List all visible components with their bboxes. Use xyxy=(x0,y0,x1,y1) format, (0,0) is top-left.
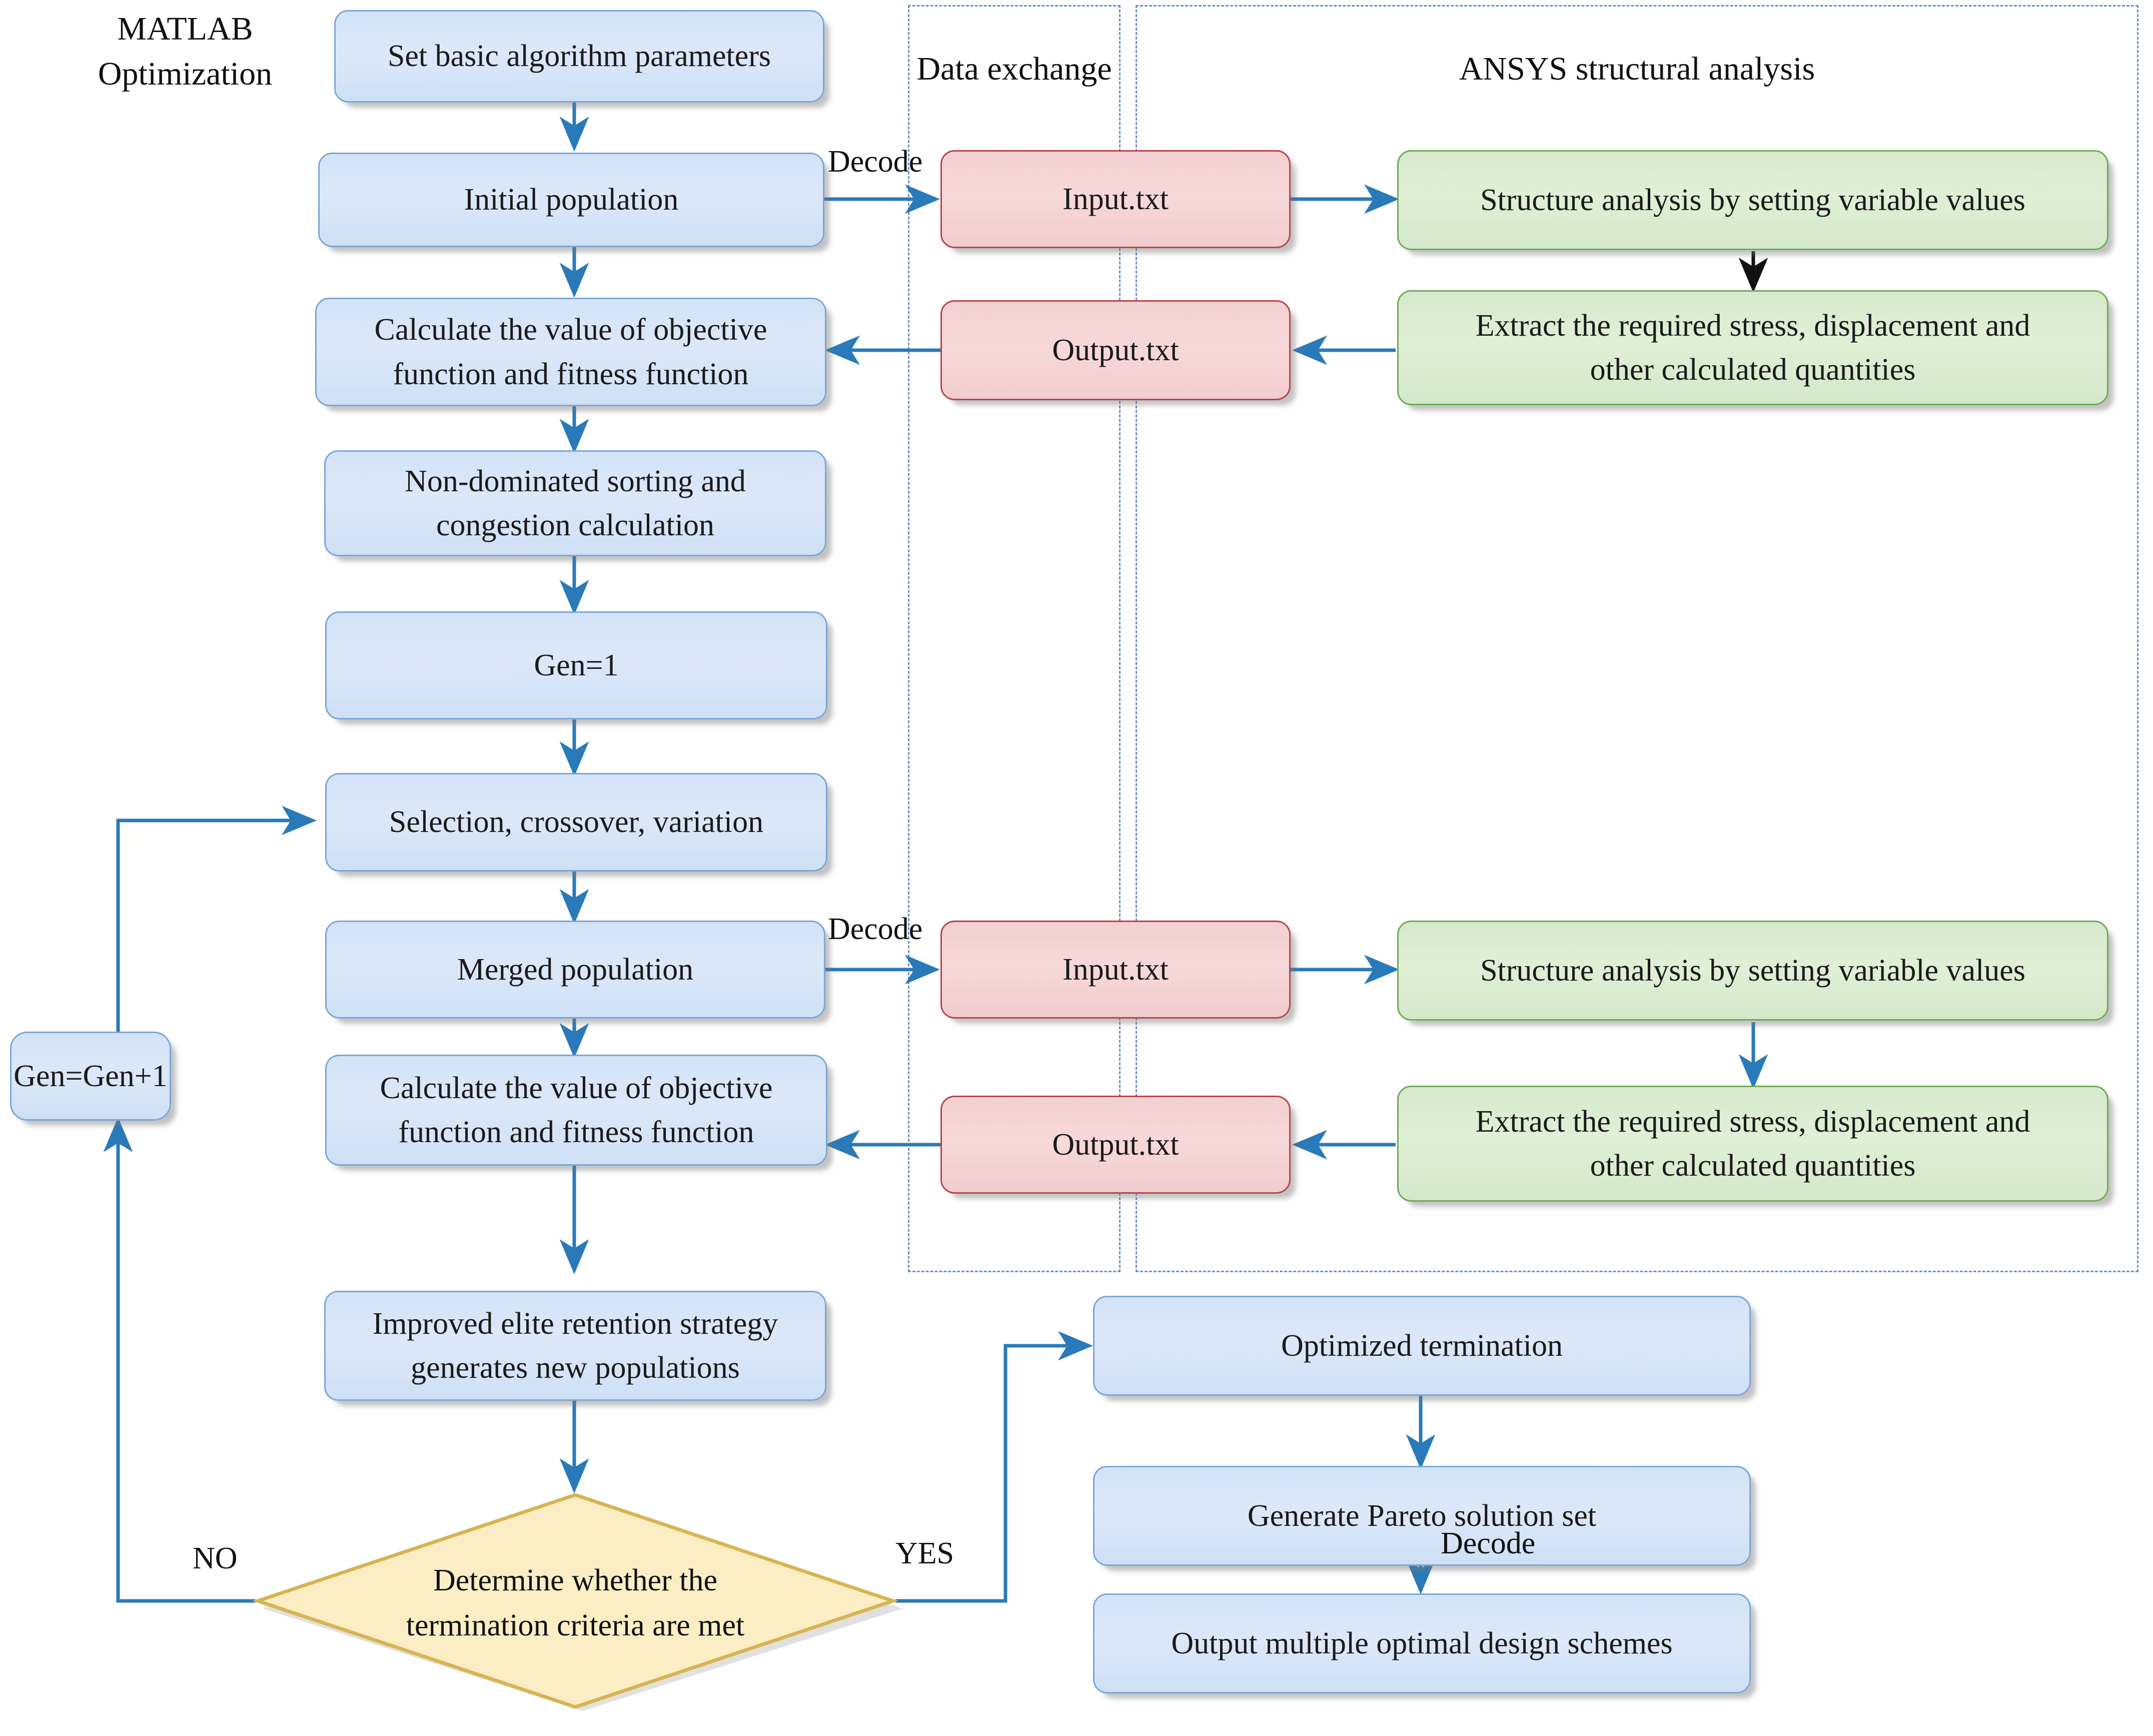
group-title-data-exchange: Data exchange xyxy=(916,51,1112,87)
edge-label-decode-middle: Decode xyxy=(828,912,923,946)
node-line: Improved elite retention strategy xyxy=(372,1306,778,1341)
node-structure-analysis-bottom[interactable]: Structure analysis by setting variable v… xyxy=(1397,921,2108,1021)
node-extract-quantities-top[interactable]: Extract the required stress, displacemen… xyxy=(1397,290,2108,405)
node-line: other calculated quantities xyxy=(1590,1149,1916,1183)
edge-label-decode-bottom: Decode xyxy=(1441,1526,1536,1560)
node-line: Extract the required stress, displacemen… xyxy=(1475,308,2030,343)
node-merged-population[interactable]: Merged population xyxy=(325,921,825,1019)
node-structure-analysis-top[interactable]: Structure analysis by setting variable v… xyxy=(1397,150,2108,250)
node-line: function and fitness function xyxy=(393,357,749,391)
node-optimized-termination[interactable]: Optimized termination xyxy=(1093,1296,1751,1396)
node-calculate-objective-fitness-2[interactable]: Calculate the value of objective functio… xyxy=(325,1055,827,1166)
node-gen-equals-1[interactable]: Gen=1 xyxy=(325,611,827,719)
node-selection-crossover-variation[interactable]: Selection, crossover, variation xyxy=(325,773,827,872)
node-line: Extract the required stress, displacemen… xyxy=(1475,1104,2030,1139)
group-data-exchange xyxy=(908,5,1121,1272)
node-line: other calculated quantities xyxy=(1590,353,1916,387)
node-output-optimal-design-schemes[interactable]: Output multiple optimal design schemes xyxy=(1093,1593,1751,1693)
node-line: Calculate the value of objective xyxy=(374,313,767,347)
node-input-txt-top[interactable]: Input.txt xyxy=(940,150,1291,248)
edge-label-decode-top: Decode xyxy=(828,145,923,179)
node-extract-quantities-bottom[interactable]: Extract the required stress, displacemen… xyxy=(1397,1086,2108,1202)
edge-label-no: NO xyxy=(193,1541,238,1575)
node-gen-increment[interactable]: Gen=Gen+1 xyxy=(10,1032,171,1121)
node-line: function and fitness function xyxy=(398,1115,754,1149)
node-input-txt-bottom[interactable]: Input.txt xyxy=(940,921,1291,1019)
node-initial-population[interactable]: Initial population xyxy=(318,153,824,247)
decision-diamond xyxy=(252,1493,899,1709)
node-output-txt-top[interactable]: Output.txt xyxy=(940,300,1291,400)
node-output-txt-bottom[interactable]: Output.txt xyxy=(940,1096,1291,1194)
section-title-matlab-line2: Optimization xyxy=(98,56,273,92)
group-title-ansys: ANSYS structural analysis xyxy=(1459,51,1815,87)
group-ansys-structural-analysis xyxy=(1136,5,2138,1272)
node-nondominated-sorting[interactable]: Non-dominated sorting and congestion cal… xyxy=(324,450,826,556)
node-line: generates new populations xyxy=(411,1351,740,1385)
edge-label-yes: YES xyxy=(895,1536,954,1570)
section-title-matlab-line1: MATLAB xyxy=(117,11,253,47)
node-line: Non-dominated sorting and xyxy=(405,464,746,498)
node-line: congestion calculation xyxy=(436,508,715,542)
node-generate-pareto-solution-set[interactable]: Generate Pareto solution set xyxy=(1093,1466,1751,1566)
node-elite-retention-strategy[interactable]: Improved elite retention strategy genera… xyxy=(324,1291,826,1401)
node-line: Calculate the value of objective xyxy=(380,1071,773,1105)
node-calculate-objective-fitness-1[interactable]: Calculate the value of objective functio… xyxy=(315,298,826,406)
node-set-basic-algorithm-parameters[interactable]: Set basic algorithm parameters xyxy=(334,10,824,103)
